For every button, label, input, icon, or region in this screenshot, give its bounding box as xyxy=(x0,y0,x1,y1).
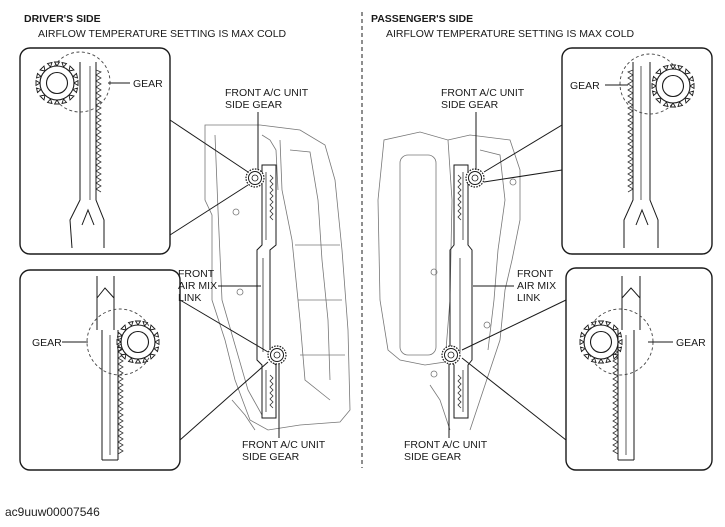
passenger-gear-bottom-label: GEAR xyxy=(676,337,706,349)
driver-side-gear-bottom-label-2: SIDE GEAR xyxy=(242,451,300,463)
passenger-side-subtitle: AIRFLOW TEMPERATURE SETTING IS MAX COLD xyxy=(386,28,635,40)
passenger-side-gear-top-label-2: SIDE GEAR xyxy=(441,99,499,111)
passenger-callout-bottom: GEAR xyxy=(461,267,713,471)
driver-side-gear-bottom-icon xyxy=(267,345,287,365)
driver-gear-top-icon xyxy=(35,61,79,105)
driver-air-mix-label-2: AIR MIX xyxy=(178,280,217,292)
driver-side-gear-top-icon xyxy=(245,168,265,188)
passenger-side-gear-bottom-icon xyxy=(441,345,461,365)
passenger-side-gear-bottom-label-2: SIDE GEAR xyxy=(404,451,462,463)
driver-side-gear-top-label-2: SIDE GEAR xyxy=(225,99,283,111)
passenger-side-gear-top-icon xyxy=(465,168,485,188)
figure-code: ac9uuw00007546 xyxy=(5,505,100,519)
driver-side-subtitle: AIRFLOW TEMPERATURE SETTING IS MAX COLD xyxy=(38,28,287,40)
passenger-gear-top-icon xyxy=(651,64,695,108)
passenger-air-mix-label-2: AIR MIX xyxy=(517,280,556,292)
driver-side-title: DRIVER'S SIDE xyxy=(24,13,101,25)
passenger-side-gear-top-label-1: FRONT A/C UNIT xyxy=(441,87,525,99)
driver-gear-top-label: GEAR xyxy=(133,78,163,90)
passenger-side-gear-bottom-label-1: FRONT A/C UNIT xyxy=(404,439,488,451)
passenger-gear-bottom-icon xyxy=(579,320,623,364)
passenger-air-mix-label-3: LINK xyxy=(517,292,540,304)
driver-callout-bottom: GEAR xyxy=(19,269,269,471)
driver-side-gear-top-label-1: FRONT A/C UNIT xyxy=(225,87,309,99)
driver-air-mix-label-1: FRONT xyxy=(178,268,215,280)
driver-gear-bottom-icon xyxy=(116,320,160,364)
driver-ac-unit-outline xyxy=(204,124,351,431)
passenger-air-mix-link xyxy=(449,164,473,419)
driver-air-mix-label-3: LINK xyxy=(178,292,201,304)
driver-side-gear-bottom-label-1: FRONT A/C UNIT xyxy=(242,439,326,451)
passenger-side-title: PASSENGER'S SIDE xyxy=(371,13,473,25)
passenger-air-mix-label-1: FRONT xyxy=(517,268,554,280)
driver-gear-bottom-label: GEAR xyxy=(32,337,62,349)
passenger-callout-top: GEAR xyxy=(483,47,713,255)
driver-callout-top: GEAR xyxy=(19,47,249,255)
passenger-gear-top-label: GEAR xyxy=(570,80,600,92)
driver-air-mix-link xyxy=(256,164,277,419)
passenger-ac-unit-outline xyxy=(377,131,521,431)
